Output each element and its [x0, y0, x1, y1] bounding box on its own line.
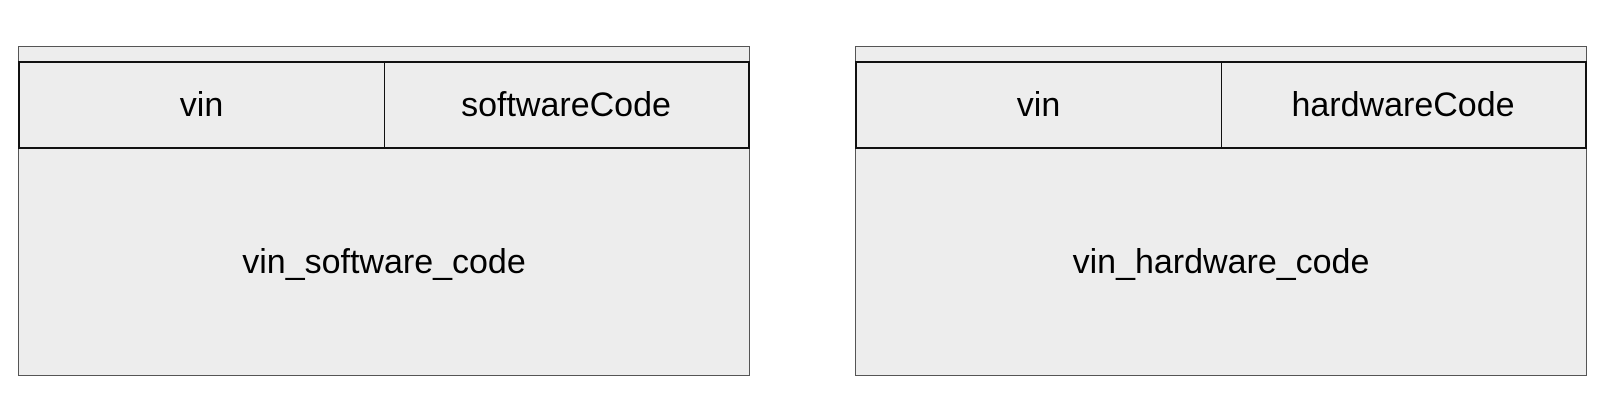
column-vin: vin: [179, 85, 224, 124]
table-vin-hardware-code: vin hardwareCode vin_hardware_code: [854, 46, 1587, 376]
column-vin: vin: [1016, 85, 1061, 124]
table-name-label: vin_software_code: [242, 242, 526, 281]
table-vin-software-code: vin softwareCode vin_software_code: [17, 46, 750, 376]
column-header-row: vin hardwareCode: [854, 61, 1587, 149]
column-hardware-code: hardwareCode: [1220, 63, 1585, 147]
column-header-row: vin softwareCode: [17, 61, 750, 149]
table-name-label: vin_hardware_code: [1072, 242, 1370, 281]
column-software-code: softwareCode: [383, 63, 748, 147]
